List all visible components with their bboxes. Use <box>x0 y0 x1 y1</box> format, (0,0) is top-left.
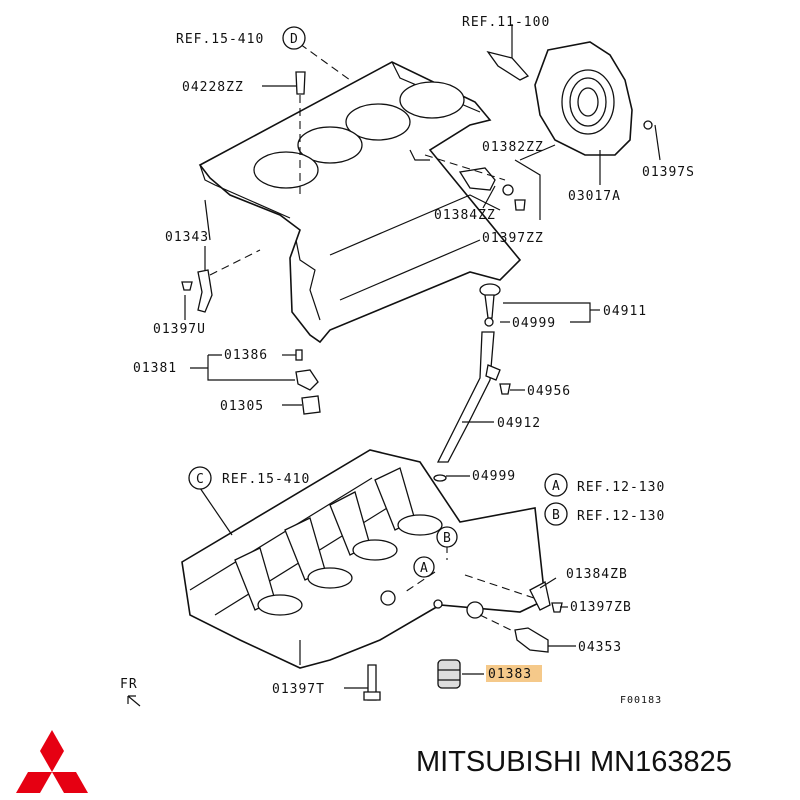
bracket-01384zb <box>529 581 563 613</box>
label-04956: 04956 <box>527 384 571 399</box>
label-circle-b: B <box>552 508 561 523</box>
label-inner-a: A <box>420 561 429 576</box>
label-01397s: 01397S <box>642 165 695 180</box>
label-fr: FR <box>120 677 138 692</box>
label-04999-top: 04999 <box>512 316 556 331</box>
label-ref-12-130-a: REF.12-130 <box>577 480 665 495</box>
label-01397zb: 01397ZB <box>570 600 632 615</box>
bracket-01382zz <box>424 154 541 220</box>
label-04228zz: 04228ZZ <box>182 80 244 95</box>
page-title: MITSUBISHI MN163825 <box>416 746 732 778</box>
mitsubishi-logo <box>16 730 88 793</box>
label-04912: 04912 <box>497 416 541 431</box>
label-ref-12-130-b: REF.12-130 <box>577 509 665 524</box>
label-01397t: 01397T <box>272 682 325 697</box>
sealant-tube <box>486 24 530 81</box>
lower-crankcase <box>181 449 546 669</box>
plug-01305 <box>301 395 321 415</box>
part-labels: REF.15-410 D REF.11-100 04228ZZ 01382ZZ … <box>133 15 695 706</box>
label-04999-bottom: 04999 <box>472 469 516 484</box>
leader-lines <box>184 43 661 689</box>
label-circle-d: D <box>290 32 299 47</box>
label-circle-c: C <box>196 472 205 487</box>
oil-pressure-switch-04353 <box>479 614 549 653</box>
front-direction-indicator: FR <box>120 677 141 707</box>
label-ref-15-410-c: REF.15-410 <box>222 472 310 487</box>
label-04353: 04353 <box>578 640 622 655</box>
label-01343: 01343 <box>165 230 209 245</box>
label-01381: 01381 <box>133 361 177 376</box>
highlight-01383 <box>486 665 542 682</box>
label-03017a: 03017A <box>568 189 621 204</box>
oil-filter-01383 <box>437 659 461 689</box>
label-figure-code: F00183 <box>620 695 662 706</box>
label-01397zz: 01397ZZ <box>482 231 544 246</box>
bracket-01343 <box>181 249 261 313</box>
label-circle-a: A <box>552 479 561 494</box>
oil-level-guide-04912 <box>433 331 511 482</box>
label-01384zz: 01384ZZ <box>434 208 496 223</box>
label-04911: 04911 <box>603 304 647 319</box>
label-01383: 01383 <box>488 667 532 682</box>
callout-circles <box>188 26 568 578</box>
label-01386: 01386 <box>224 348 268 363</box>
label-01397u: 01397U <box>153 322 206 337</box>
cylinder-block-upper <box>198 61 522 344</box>
label-01305: 01305 <box>220 399 264 414</box>
oil-dipstick-04911 <box>479 283 501 327</box>
label-ref-11-100: REF.11-100 <box>462 15 550 30</box>
label-ref-15-410-d: REF.15-410 <box>176 32 264 47</box>
label-01384zb: 01384ZB <box>566 567 628 582</box>
bolt-04228zz <box>295 71 306 195</box>
label-inner-b: B <box>443 531 452 546</box>
label-01382zz: 01382ZZ <box>482 140 544 155</box>
oil-seal-case-03017a <box>534 41 653 156</box>
fr-arrow-icon <box>127 695 141 707</box>
dowel-01386 <box>295 349 319 391</box>
bolt-01397t <box>363 664 381 701</box>
